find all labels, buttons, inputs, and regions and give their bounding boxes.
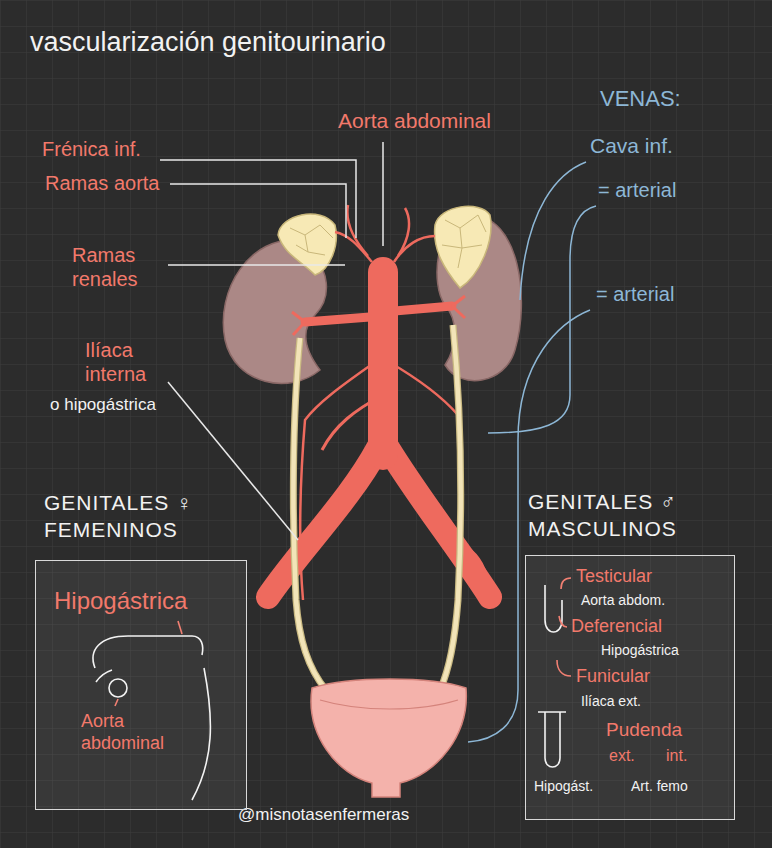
adrenal-gland [278,214,336,275]
aorta [368,272,398,455]
synonym-note: o hipogástrica [50,395,156,415]
leader-line [168,264,345,266]
panel-text: Hipogástrica [54,587,187,616]
artery-label: Frénica inf. [42,137,141,161]
panel-text: Funicular [576,666,650,688]
panel-text: Deferencial [571,616,662,638]
adrenal-gland [435,206,491,288]
panel-text: Hipogástrica [601,642,679,659]
ureter-outline [293,338,326,690]
ureter [440,325,461,690]
ureter [293,338,326,690]
section-heading: VENAS: [600,86,681,112]
vein-label: Cava inf. [590,133,673,158]
panel-heading: GENITALES ♀ FEMENINOS [44,489,239,544]
artery-label: Aorta abdominal [338,108,491,133]
adrenal-texture [442,215,486,268]
panel-text: ext. [609,746,635,765]
leader-line [160,160,356,238]
leader-line [382,142,384,246]
vein-label: = arterial [596,282,674,306]
bladder-fold [320,700,458,709]
watermark: @misnotasenfermeras [238,805,409,825]
vein-leader-line [488,206,596,433]
panel-text: Art. femo [631,778,688,795]
bladder [311,679,466,797]
figure-panel: GENITALES ♀ FEMENINOSHipogástricaAorta a… [35,560,247,810]
artery-branch [347,205,368,256]
panel-text: int. [666,746,687,765]
ureter-outline [440,325,461,690]
panel-text: Pudenda [606,719,682,742]
panel-text: Aorta abdom. [581,592,665,609]
diagram-title: vascularización genitourinario [30,26,386,58]
vein-label: = arterial [598,178,676,202]
panel-heading: GENITALES ♂ MASCULINOS [528,488,733,543]
artery-label: Ilíaca interna [85,338,185,386]
panel-text: Aorta abdominal [81,711,176,754]
vein-leader-line [520,162,586,300]
figure-panel: GENITALES ♂ MASCULINOSTesticularAorta ab… [525,555,735,820]
artery-label: Ramas renales [72,243,172,291]
leader-line [170,184,346,238]
panel-text: Testicular [576,566,652,588]
adrenal-texture [290,225,333,255]
artery-label: Ramas aorta [45,171,160,195]
panel-text: Hipogást. [534,778,593,795]
leader-line [168,382,298,540]
artery-branch [394,236,435,262]
artery-branch [398,208,409,256]
iliac-artery [388,448,490,597]
panel-text: Ilíaca ext. [581,693,641,710]
